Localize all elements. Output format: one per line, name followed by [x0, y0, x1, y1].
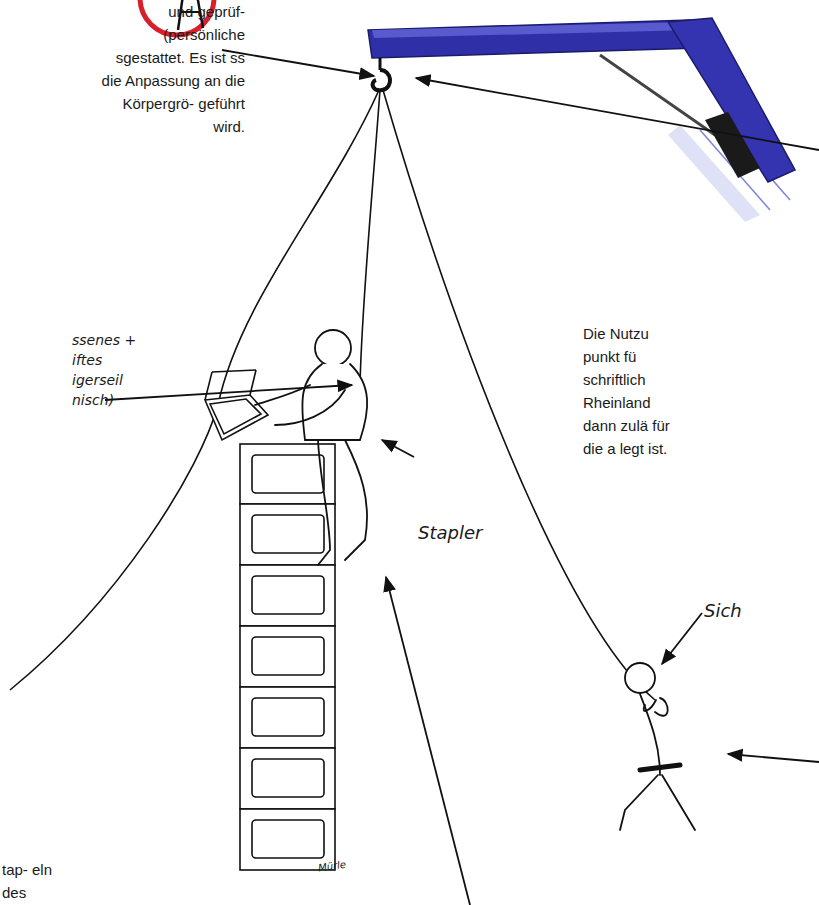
crate-stack [240, 444, 335, 870]
leg [345, 440, 367, 560]
head [315, 330, 351, 366]
crate-inner [252, 515, 324, 553]
hydraulic-rod [600, 55, 715, 135]
leader-arrow [416, 78, 819, 150]
harness-belt [640, 765, 680, 770]
crate-face [205, 395, 268, 440]
crate-inner [252, 759, 324, 797]
safety-person [620, 663, 695, 830]
arm [275, 390, 345, 425]
crate-inner [210, 399, 261, 434]
crate-inner [252, 698, 324, 736]
rope [360, 90, 380, 385]
callout-text: Sich [704, 600, 764, 622]
crate-inner [252, 820, 324, 858]
stacker-person [255, 330, 367, 565]
signature: Mürle [317, 855, 368, 876]
crate [240, 748, 335, 809]
note-text: tap- eln des [2, 858, 62, 904]
crane-hook [373, 70, 390, 90]
crate [240, 626, 335, 687]
crate-edge [205, 372, 212, 400]
leg [662, 775, 695, 830]
crate-inner [252, 637, 324, 675]
torso [640, 694, 660, 775]
crate [240, 504, 335, 565]
head [625, 663, 655, 693]
callout-text: Stapler [418, 522, 508, 544]
leader-arrow [382, 440, 414, 457]
note-text: und geprüf- (persönliche sgestattet. Es … [100, 0, 245, 138]
arm [644, 700, 656, 711]
rope [10, 90, 379, 690]
boom-highlight [372, 22, 692, 38]
crate-inner [252, 455, 324, 493]
callout-text: ssenes + iftes igerseil nisch) [72, 330, 154, 410]
note-text: Die Nutzu punkt fü schriftlich Rheinland… [583, 322, 675, 460]
leader-lines [105, 50, 819, 905]
leg [620, 775, 658, 830]
held-crate [205, 370, 268, 440]
leg [318, 440, 330, 565]
crate [240, 687, 335, 748]
leader-arrow [386, 577, 470, 905]
leader-arrow [662, 613, 702, 664]
crate-edge [212, 370, 256, 372]
crate [240, 565, 335, 626]
crane-boom [368, 20, 700, 58]
leader-arrow [105, 385, 352, 400]
leader-arrow [728, 754, 819, 762]
crane [368, 18, 795, 222]
hydraulic-cylinder [705, 112, 760, 178]
arm [655, 698, 668, 716]
crane-arm [668, 18, 795, 182]
crate-inner [252, 576, 324, 614]
